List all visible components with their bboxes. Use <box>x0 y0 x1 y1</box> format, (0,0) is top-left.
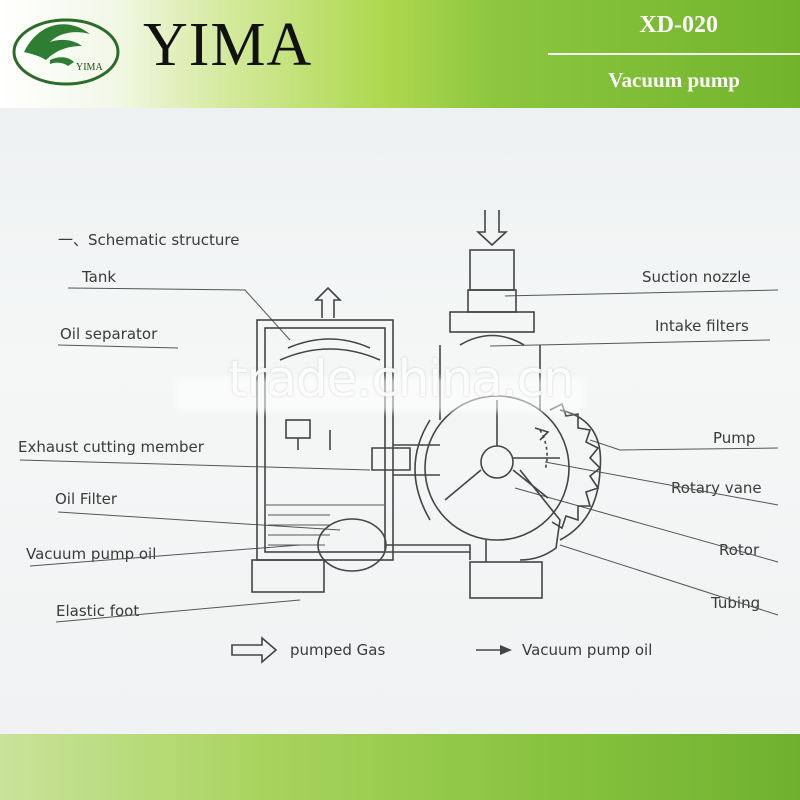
diagram-paper <box>0 108 800 734</box>
label-pump: Pump <box>713 429 755 447</box>
tubing <box>469 469 561 599</box>
footer-band <box>0 734 800 800</box>
label-oil-separator: Oil separator <box>60 325 158 343</box>
label-tank: Tank <box>81 268 116 286</box>
product-name: Vacuum pump <box>608 68 740 92</box>
header-divider <box>548 53 800 55</box>
oil-filter <box>317 518 471 572</box>
leader-lines-right <box>489 289 779 616</box>
label-tubing: Tubing <box>710 594 760 612</box>
rotor <box>444 400 560 501</box>
suction-nozzle <box>449 249 535 346</box>
intake-arrow-icon <box>475 210 509 247</box>
rotary-vane <box>534 427 550 471</box>
header-banner: YIMA YIMA XD-020 Vacuum pump <box>0 0 800 108</box>
exhaust-pipe <box>371 444 440 476</box>
logo-text: YIMA <box>76 62 103 73</box>
legend-gas-arrow-icon <box>231 636 278 664</box>
label-intake-filters: Intake filters <box>655 317 749 335</box>
label-elastic-foot: Elastic foot <box>56 602 139 620</box>
label-rotary-vane: Rotary vane <box>671 479 762 497</box>
brand-name: YIMA <box>143 11 313 79</box>
label-rotor: Rotor <box>719 541 760 559</box>
model-number: XD-020 <box>639 12 718 38</box>
label-vacuum-pump-oil: Vacuum pump oil <box>26 545 156 563</box>
label-exhaust-cutting-member: Exhaust cutting member <box>18 438 205 456</box>
legend-gas-label: pumped Gas <box>290 641 385 659</box>
yima-logo-icon: YIMA <box>12 18 120 86</box>
exhaust-arrow-icon <box>314 286 342 318</box>
watermark: trade.china.cn <box>228 350 575 408</box>
legend-oil-label: Vacuum pump oil <box>522 641 652 659</box>
leader-lines-left <box>19 287 371 623</box>
tank-oil-level <box>266 504 384 546</box>
legend-oil-arrow-icon <box>476 645 512 655</box>
label-oil-filter: Oil Filter <box>55 490 118 508</box>
oil-separator-element <box>285 419 331 450</box>
schematic-heading: 一、Schematic structure <box>58 231 239 249</box>
label-suction-nozzle: Suction nozzle <box>642 268 751 286</box>
pump-housing <box>549 402 602 530</box>
watermark-backdrop <box>175 378 585 412</box>
